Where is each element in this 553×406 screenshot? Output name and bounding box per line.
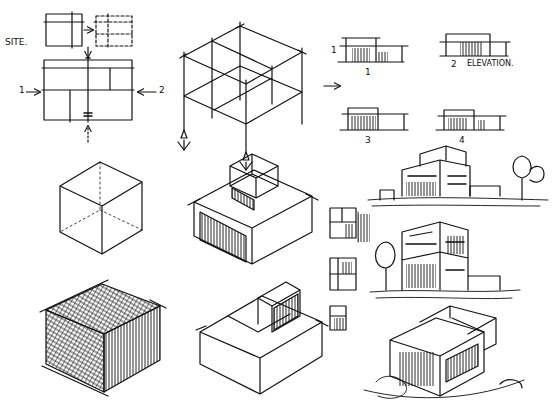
perspective-aerial bbox=[452, 318, 484, 332]
perspective-corner bbox=[402, 222, 468, 290]
massing-courtyard bbox=[258, 282, 300, 332]
site-plan bbox=[87, 47, 88, 57]
massing-step bbox=[200, 212, 246, 262]
detail-sketches bbox=[330, 208, 370, 330]
perspective-street bbox=[470, 186, 500, 196]
perspective-street bbox=[380, 190, 394, 200]
detail-sketches bbox=[344, 224, 354, 238]
massing-courtyard bbox=[274, 294, 298, 330]
massing-courtyard bbox=[196, 320, 328, 330]
perspective-aerial bbox=[364, 376, 524, 398]
site-plan bbox=[84, 29, 93, 30]
elevation-sketches bbox=[460, 42, 482, 56]
site-plan bbox=[87, 126, 88, 142]
perspective-corner bbox=[406, 264, 436, 288]
detail-sketches bbox=[330, 208, 356, 238]
perspective-corner bbox=[468, 276, 500, 290]
elevation-sketches bbox=[378, 52, 388, 62]
sketch-sheet bbox=[26, 12, 548, 398]
massing-step bbox=[194, 170, 312, 264]
perspective-aerial bbox=[446, 344, 478, 382]
perspective-aerial bbox=[398, 352, 434, 386]
frame-axonometric bbox=[178, 142, 252, 170]
site-plan bbox=[94, 14, 134, 48]
view-number: 1 bbox=[18, 86, 26, 95]
elevation-sketches bbox=[324, 85, 340, 86]
frame-axonometric bbox=[184, 22, 302, 152]
elevation-sketches bbox=[448, 118, 468, 130]
hatched-massing bbox=[46, 310, 104, 392]
perspective-street bbox=[402, 146, 470, 196]
perspective-street bbox=[368, 198, 548, 206]
view-number: 1 bbox=[330, 46, 338, 55]
perspective-aerial bbox=[500, 380, 522, 388]
elevation-sketches bbox=[436, 110, 506, 130]
massing-step bbox=[188, 154, 318, 264]
view-number: 2 bbox=[158, 86, 166, 95]
massing-step bbox=[232, 188, 254, 210]
site-plan bbox=[26, 91, 40, 92]
elevation-sketches bbox=[340, 108, 408, 130]
perspective-aerial bbox=[420, 306, 496, 350]
massing-courtyard bbox=[196, 282, 328, 394]
frame-axonometric bbox=[178, 22, 306, 170]
massing-box bbox=[60, 162, 142, 254]
frame-axonometric bbox=[181, 130, 249, 170]
perspective-corner bbox=[376, 242, 396, 290]
perspective-street bbox=[368, 146, 548, 206]
sheet-heading: SITE. bbox=[4, 38, 28, 47]
view-number: 4 bbox=[458, 136, 466, 145]
elevation-sketches bbox=[338, 38, 408, 62]
perspective-street bbox=[513, 156, 544, 200]
perspective-corner bbox=[446, 236, 464, 254]
massing-box bbox=[60, 162, 142, 232]
elevation-sketches bbox=[324, 34, 510, 130]
detail-sketches bbox=[330, 306, 346, 330]
perspective-corner bbox=[370, 222, 520, 299]
detail-sketches bbox=[358, 214, 370, 242]
site-plan bbox=[84, 58, 92, 116]
view-number: 2 bbox=[450, 60, 458, 69]
massing-box bbox=[60, 162, 142, 254]
view-number: 3 bbox=[364, 136, 372, 145]
site-plan bbox=[26, 12, 156, 142]
site-plan bbox=[138, 91, 156, 92]
sheet-heading: ELEVATION. bbox=[466, 60, 514, 68]
perspective-aerial bbox=[390, 318, 484, 396]
site-plan bbox=[44, 12, 84, 48]
detail-sketches bbox=[342, 262, 352, 274]
site-plan bbox=[42, 58, 134, 122]
detail-sketches bbox=[330, 258, 356, 290]
frame-axonometric bbox=[180, 24, 306, 58]
perspective-street bbox=[406, 182, 436, 196]
hatched-massing bbox=[104, 306, 160, 392]
perspective-corner bbox=[370, 290, 520, 299]
elevation-sketches bbox=[478, 120, 486, 130]
elevation-sketches bbox=[350, 116, 376, 130]
hatched-massing bbox=[40, 280, 166, 396]
massing-step bbox=[188, 194, 318, 205]
frame-axonometric bbox=[184, 26, 302, 124]
elevation-sketches bbox=[440, 34, 510, 56]
massing-courtyard bbox=[200, 296, 322, 394]
perspective-aerial bbox=[364, 306, 524, 398]
view-number: 1 bbox=[364, 68, 372, 77]
detail-sketches bbox=[334, 318, 344, 330]
elevation-sketches bbox=[352, 48, 370, 62]
hatched-massing bbox=[40, 280, 166, 396]
